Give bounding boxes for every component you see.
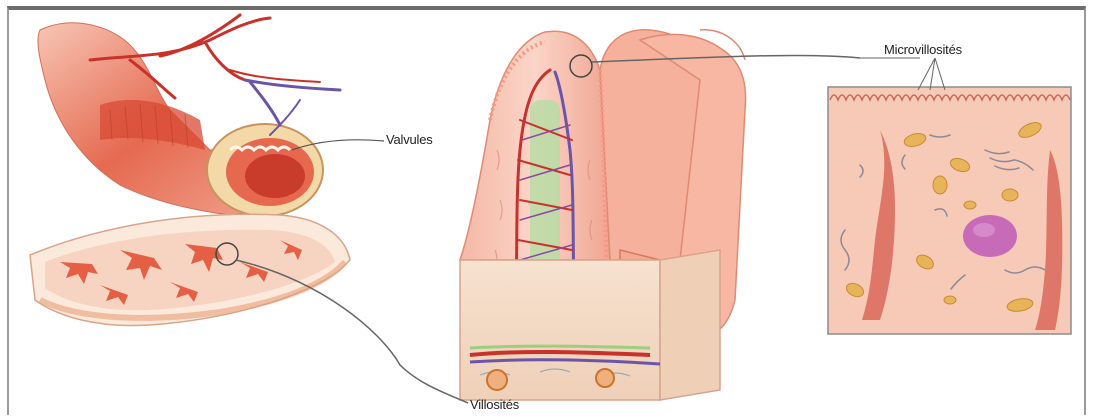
villus-section	[460, 30, 746, 400]
label-valvules: Valvules	[386, 132, 433, 147]
label-microvillosites: Microvillosités	[884, 42, 962, 57]
microvilli-cell	[828, 87, 1071, 334]
intestine-tube	[30, 15, 350, 326]
label-villosites: Villosités	[470, 397, 519, 412]
